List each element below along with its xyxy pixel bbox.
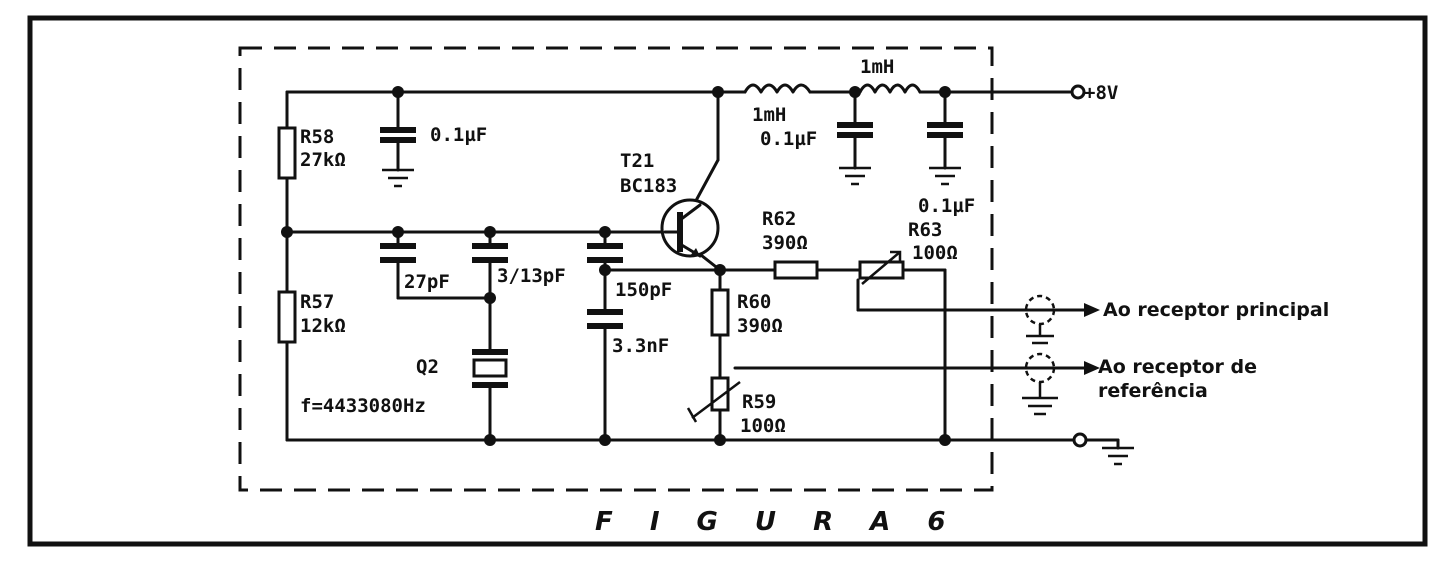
arrow-right-icon [1084,361,1100,375]
resistor-r62 [773,260,819,280]
output-ref-label-2: referência [1098,380,1208,402]
arrow-right-icon [1084,303,1100,317]
r59-value: 100Ω [740,415,786,437]
capacitor-150pf [587,243,623,263]
output-main-label: Ao receptor principal [1103,299,1329,321]
figure-caption: F I G U R A 6 [595,507,959,537]
r57-value: 12kΩ [300,315,346,337]
resistor-r57 [277,290,297,344]
capacitor-filter-1 [837,122,873,138]
supply-label: +8V [1084,82,1118,104]
c27-value: 27pF [404,271,450,293]
q2-name: Q2 [416,356,439,378]
coax-connector-ref [1022,352,1100,416]
r63-name: R63 [908,219,942,241]
c33-value: 3.3nF [612,335,669,357]
r57-name: R57 [300,291,334,313]
capacitor-filter-2 [927,122,963,138]
t21-name: T21 [620,150,654,172]
r60-value: 390Ω [737,315,783,337]
ctrim-value: 3/13pF [497,265,566,287]
l1-value: 1mH [752,104,786,126]
capacitor-27pf [380,243,416,263]
ground-icon [382,168,414,188]
ground-icon [929,166,961,186]
potentiometer-r59 [686,376,741,423]
c-l1-value: 0.1µF [760,128,817,150]
r60-name: R60 [737,291,771,313]
transistor-t21 [660,198,720,258]
output-ref-label-1: Ao receptor de [1098,356,1257,378]
capacitor-3-3nf [587,309,623,329]
r58-name: R58 [300,126,334,148]
c-l2-value: 0.1µF [918,195,975,217]
t21-type: BC183 [620,175,677,197]
resistor-r60 [710,288,730,337]
r62-name: R62 [762,208,796,230]
r58-value: 27kΩ [300,149,346,171]
coax-connector-main [1024,294,1100,345]
inductor-l1 [743,83,812,94]
inductor-l2 [858,83,922,94]
crystal-q2 [472,349,508,388]
module-boundary [238,46,994,492]
c-top-value: 0.1µF [430,124,487,146]
c150-value: 150pF [615,279,672,301]
l2-value: 1mH [860,56,894,78]
r63-value: 100Ω [912,242,958,264]
capacitor-top-0-1uf [380,127,416,143]
ground-icon [839,166,871,186]
crystal-frequency: f=4433080Hz [300,395,426,417]
capacitor-trimmer-3-13pf [472,243,508,263]
junction-dots [281,86,951,446]
outer-frame [27,15,1428,547]
resistor-r58 [277,126,297,180]
r62-value: 390Ω [762,232,808,254]
r59-name: R59 [742,391,776,413]
potentiometer-r63 [858,250,905,285]
